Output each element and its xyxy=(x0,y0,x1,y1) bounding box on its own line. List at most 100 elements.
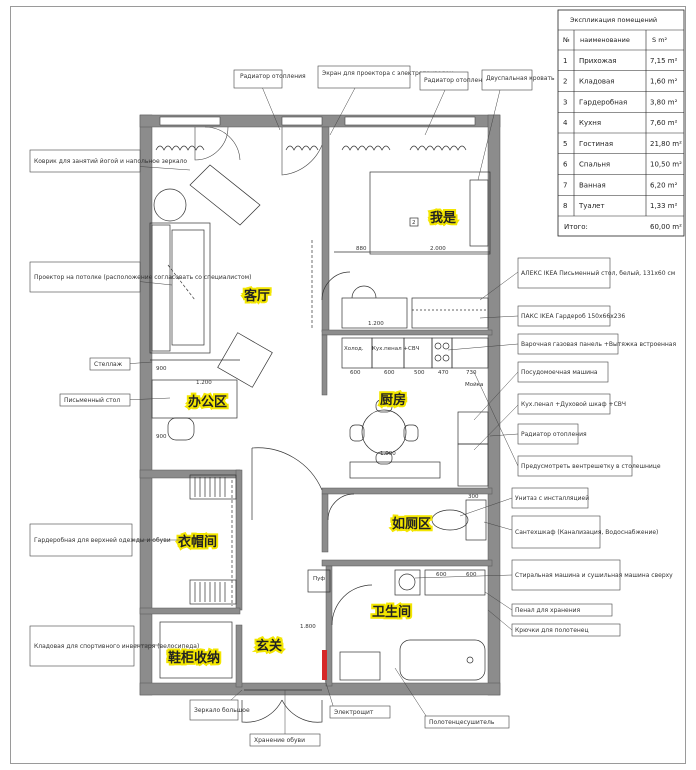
leader-bed xyxy=(477,89,501,181)
table-cell-no: 6 xyxy=(563,161,568,169)
radiators xyxy=(155,145,467,151)
table-cell-area: 10,50 m² xyxy=(650,161,682,169)
callout-toilet-box xyxy=(511,487,589,509)
entry-door-arc xyxy=(241,699,283,723)
sofa-seat xyxy=(171,229,205,346)
table-cell-name: Кладовая xyxy=(579,78,614,86)
table-cell-area: 7,60 m² xyxy=(650,119,678,127)
callout-towel-dryer: Полотенцесушитель xyxy=(429,719,495,726)
callout-oven-box xyxy=(517,393,611,415)
radiator-2 xyxy=(285,145,319,151)
callout-washer: Стиральная машина и сушильная машина све… xyxy=(515,572,673,579)
toilet-door-arc xyxy=(327,493,355,521)
wall-bedroom-bottom xyxy=(321,329,493,336)
bed-headboard xyxy=(469,179,489,247)
dimensions: 880 2.000 1.200 600 600 500 470 730 1.00… xyxy=(156,246,479,630)
callout-bed: Двуспальная кровать xyxy=(486,75,555,82)
callout-radiator-2: Радиатор отопления xyxy=(424,77,490,84)
leader-oven xyxy=(473,404,519,451)
chair-right xyxy=(403,424,419,442)
callout-towel-dryer-box xyxy=(424,715,510,729)
callout-storage: Кладовая для спортивного инвентаря (вело… xyxy=(34,643,199,650)
room-mark-label: 2 xyxy=(412,220,416,226)
bath-drain xyxy=(466,656,474,664)
dim-300: 300 xyxy=(468,494,479,500)
dim-600-b: 600 xyxy=(384,370,395,376)
callout-shelf: Стеллаж xyxy=(94,361,123,368)
dining-table xyxy=(361,409,407,455)
balcony-door-1 xyxy=(194,126,229,161)
callout-radiator-kitchen: Радиатор отопления xyxy=(521,431,587,438)
leader-hob xyxy=(447,343,519,351)
callout-wardrobe: Гардеробная для верхней одежды и обуви xyxy=(34,537,171,544)
dim-900-a: 900 xyxy=(156,434,167,440)
callout-screen: Экран для проектора с электроприводом xyxy=(322,70,454,77)
hob xyxy=(431,337,453,369)
chair-bottom xyxy=(375,451,393,465)
alex-desk xyxy=(341,297,408,329)
callout-vent-box xyxy=(517,455,633,477)
wall-wardrobe-right xyxy=(235,469,243,611)
callout-hooks-box xyxy=(511,623,621,637)
pouf xyxy=(307,569,331,593)
table-cell-no: 2 xyxy=(563,78,567,86)
leader-hooks xyxy=(487,609,513,631)
dim-500: 500 xyxy=(414,370,425,376)
bathtub xyxy=(399,639,486,681)
dim-600-e: 600 xyxy=(436,572,447,578)
sink-counter xyxy=(451,337,489,369)
callout-mirror-box xyxy=(189,699,239,721)
table-cell-no: 8 xyxy=(563,202,567,210)
leader-desk xyxy=(124,397,171,401)
yoga-mat xyxy=(189,164,261,226)
table-cell-area: 1,33 m² xyxy=(650,202,678,210)
leader-towel-dryer xyxy=(394,667,431,723)
wall-toilet-left xyxy=(321,493,329,553)
callout-mirror: Зеркало большое xyxy=(194,707,250,714)
callout-cabinet-box xyxy=(511,515,601,549)
bedroom-door-arc xyxy=(321,271,351,301)
wall-bath-left xyxy=(325,565,333,687)
window-1 xyxy=(159,116,221,126)
burner-4 xyxy=(442,354,450,362)
room-schedule-table: Экспликация помещений № наименование S m… xyxy=(557,9,685,237)
wall-bedroom-left xyxy=(321,126,330,333)
washer xyxy=(394,569,421,596)
sink-bath xyxy=(339,651,381,681)
dim-dining xyxy=(349,461,441,479)
leader-towel-shelf xyxy=(484,591,513,611)
leader-alex xyxy=(479,271,519,301)
leader-radiator-1 xyxy=(259,81,281,131)
label-toilet: 如厕区 xyxy=(392,516,431,532)
callout-paks: ПАКС IKEA Гардероб 150х66х236 xyxy=(521,313,625,320)
dim-730: 730 xyxy=(466,370,477,376)
callout-washer-box xyxy=(511,559,621,591)
leader-cabinet xyxy=(483,521,513,531)
page-frame xyxy=(10,6,686,764)
callout-dishwasher: Посудомоечная машина xyxy=(521,369,598,376)
fridge xyxy=(341,337,373,369)
table-cell-name: Гостиная xyxy=(579,140,613,148)
callout-paks-box xyxy=(517,305,611,327)
room-labels: 我是 客厅 办公区 厨房 如厕区 衣帽间 卫生间 鞋柜收纳 玄关 xyxy=(166,208,459,668)
callout-alex: АЛЕКС IKEA Письменный стол, белый, 131х6… xyxy=(521,270,675,277)
wall-storage-right xyxy=(235,624,243,688)
wardrobe-rail-top xyxy=(189,474,237,500)
table-cell-name: Кухня xyxy=(579,119,601,127)
tall-unit-label: Кух.пенал +СВЧ xyxy=(372,346,420,352)
label-storage: 鞋柜收纳 xyxy=(168,650,220,666)
desk-chair-arc xyxy=(351,285,377,299)
dim-1200-bedroom: 1.200 xyxy=(368,321,384,327)
projector-line xyxy=(167,264,196,301)
callout-desk-box xyxy=(59,393,131,407)
leader-screen xyxy=(329,87,356,136)
electric-panel xyxy=(322,650,327,680)
table-col-no: № xyxy=(562,36,570,44)
leader-dishwasher xyxy=(473,371,519,421)
wall-bottom xyxy=(139,682,501,696)
callout-hooks: Крючки для полотенец xyxy=(515,627,589,634)
counter-1 xyxy=(403,337,433,369)
wardrobe-rail-bottom xyxy=(189,579,237,605)
